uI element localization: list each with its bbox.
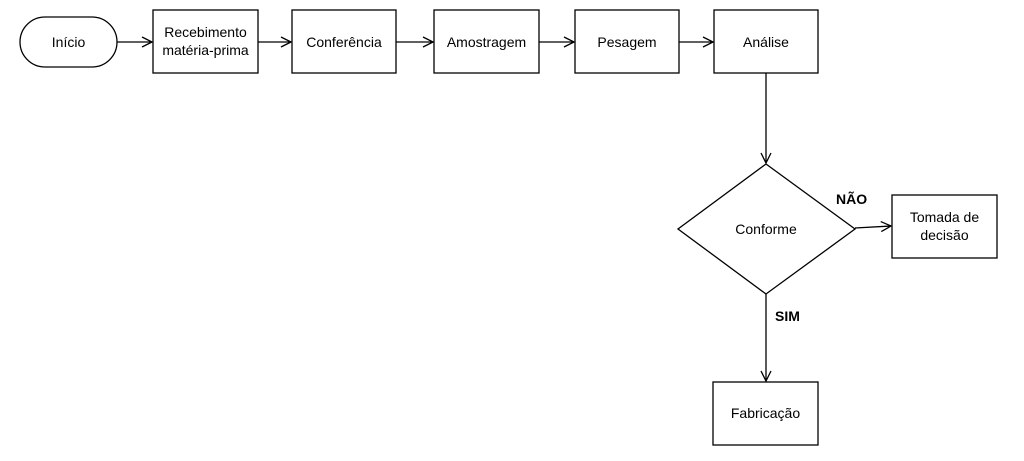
checking-node-label: Conferência	[306, 34, 382, 50]
analysis-node: Análise	[713, 9, 819, 74]
weighing-node-label: Pesagem	[597, 34, 656, 50]
manufacturing-node: Fabricação	[712, 381, 819, 446]
checking-node: Conferência	[291, 9, 397, 74]
analysis-node-label: Análise	[743, 34, 789, 50]
receiving-node-label-line2: matéria-prima	[162, 42, 249, 58]
conformity-decision-label: Conforme	[735, 221, 797, 237]
receiving-node-label-line1: Recebimento	[164, 24, 247, 40]
weighing-node: Pesagem	[574, 9, 680, 74]
sampling-node: Amostragem	[433, 9, 540, 74]
manufacturing-node-label: Fabricação	[731, 405, 800, 421]
arrow-conformity-to-decision-making	[854, 226, 891, 228]
conformity-decision: Conforme	[676, 163, 857, 295]
decision-making-label-line2: decisão	[920, 227, 968, 243]
decision-making-label-line1: Tomada de	[910, 209, 979, 225]
sampling-node-label: Amostragem	[447, 34, 526, 50]
edge-label-no: NÃO	[836, 190, 867, 207]
edge-label-yes: SIM	[775, 308, 800, 324]
receiving-node: Recebimento matéria-prima	[152, 9, 259, 74]
decision-making-node: Tomada de decisão	[891, 194, 998, 259]
start-node: Início	[19, 16, 118, 68]
start-node-label: Início	[52, 34, 86, 50]
